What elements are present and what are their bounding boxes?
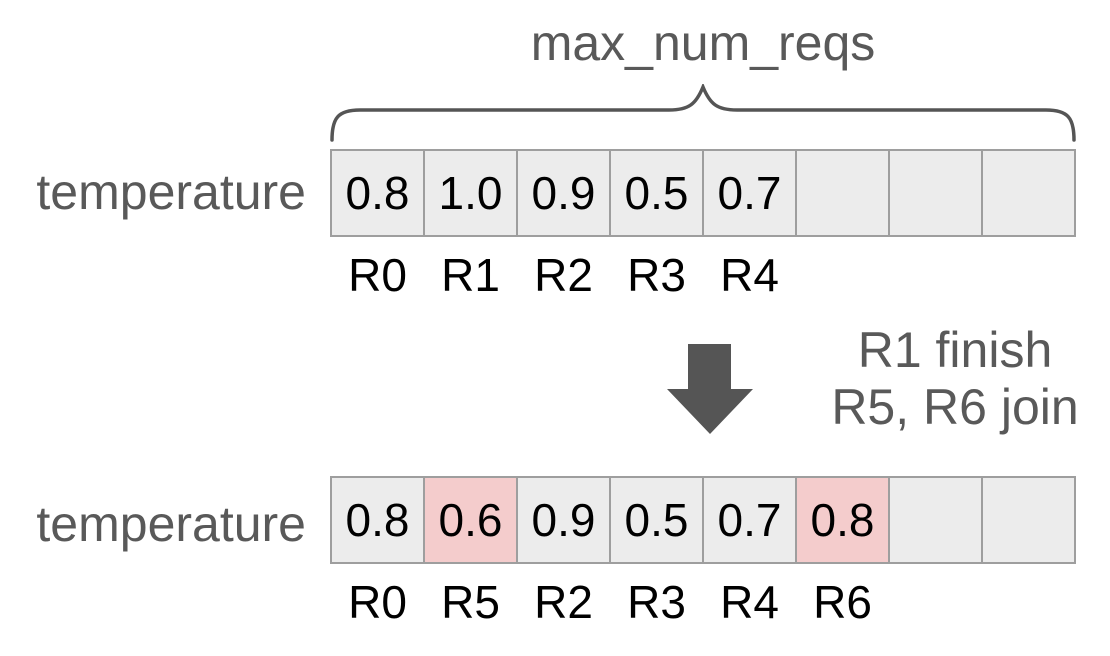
request-id-label: R3 bbox=[627, 576, 686, 628]
temp-cell: 1.0 bbox=[424, 150, 517, 236]
temp-cell bbox=[982, 477, 1075, 563]
request-id-label: R2 bbox=[534, 576, 593, 628]
temp-cell: 0.8 bbox=[331, 477, 424, 563]
temp-cell: 0.9 bbox=[517, 477, 610, 563]
request-id-label: R5 bbox=[441, 576, 500, 628]
max-num-reqs-label: max_num_reqs bbox=[530, 15, 876, 71]
request-id-label: R2 bbox=[534, 249, 593, 301]
transition-caption: R1 finish R5, R6 join bbox=[805, 322, 1105, 436]
temp-cell bbox=[889, 150, 982, 236]
request-id-label: R1 bbox=[441, 249, 500, 301]
temperature-label-after: temperature bbox=[36, 496, 306, 552]
request-id-labels-after: R0 R5 R2 R3 R4 R6 bbox=[331, 576, 1075, 629]
temp-cell: 0.7 bbox=[703, 477, 796, 563]
request-id-label: R4 bbox=[720, 576, 779, 628]
temperature-label-before: temperature bbox=[36, 164, 306, 220]
request-id-label: R4 bbox=[720, 249, 779, 301]
request-id-label: R0 bbox=[348, 249, 407, 301]
request-id-label bbox=[796, 249, 889, 302]
temp-cell bbox=[889, 477, 982, 563]
request-id-label: R0 bbox=[348, 576, 407, 628]
request-id-label bbox=[889, 576, 982, 629]
over-brace-icon bbox=[330, 84, 1076, 142]
temp-cell: 0.8 bbox=[796, 477, 889, 563]
caption-line-2: R5, R6 join bbox=[831, 379, 1079, 435]
down-arrow-icon bbox=[667, 344, 753, 434]
temp-cell bbox=[796, 150, 889, 236]
request-id-label bbox=[889, 249, 982, 302]
temp-cell: 0.5 bbox=[610, 150, 703, 236]
temp-cell: 0.6 bbox=[424, 477, 517, 563]
temp-cell: 0.9 bbox=[517, 150, 610, 236]
temperature-array-after: 0.8 0.6 0.9 0.5 0.7 0.8 bbox=[330, 476, 1076, 564]
caption-line-1: R1 finish bbox=[857, 322, 1053, 378]
request-id-labels-before: R0 R1 R2 R3 R4 bbox=[331, 249, 1075, 302]
request-id-label bbox=[982, 249, 1075, 302]
request-id-label: R3 bbox=[627, 249, 686, 301]
temp-cell: 0.7 bbox=[703, 150, 796, 236]
temp-cell bbox=[982, 150, 1075, 236]
request-id-label: R6 bbox=[813, 576, 872, 628]
request-id-label bbox=[982, 576, 1075, 629]
temperature-array-before: 0.8 1.0 0.9 0.5 0.7 bbox=[330, 149, 1076, 237]
temp-cell: 0.5 bbox=[610, 477, 703, 563]
temp-cell: 0.8 bbox=[331, 150, 424, 236]
